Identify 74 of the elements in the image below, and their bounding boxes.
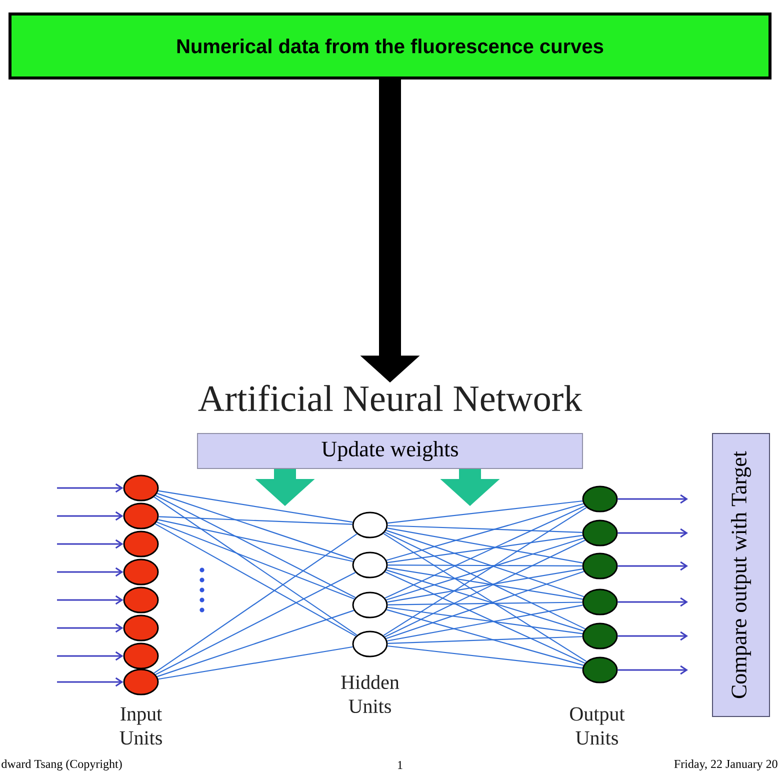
connection-line <box>387 604 583 642</box>
connection-line <box>387 534 583 564</box>
arrow <box>618 561 688 571</box>
connection-line <box>386 609 584 666</box>
connection-line <box>388 564 582 566</box>
hidden-neuron <box>352 512 388 538</box>
input-neuron <box>123 558 159 586</box>
connection-line <box>388 645 583 669</box>
connection-line <box>384 505 586 599</box>
unit-label: Output Units <box>570 707 625 745</box>
connection-line <box>155 572 356 676</box>
input-neuron <box>123 586 159 614</box>
arrow <box>618 631 688 641</box>
arrow <box>57 595 124 605</box>
arrow <box>57 651 124 661</box>
connection-line <box>158 516 352 525</box>
footer-text: Friday, 22 January 20 <box>674 760 778 770</box>
arrow <box>618 494 688 504</box>
connection-line <box>388 636 582 644</box>
connection-line <box>384 532 586 630</box>
unit-label: Hidden Units <box>341 674 400 714</box>
connection-line <box>157 492 354 560</box>
hidden-neuron <box>352 592 388 618</box>
hidden-neuron <box>352 552 388 578</box>
arrow <box>57 677 124 687</box>
arrow <box>57 567 124 577</box>
connection-line <box>384 571 586 664</box>
connection-line <box>388 500 583 524</box>
output-neuron <box>582 486 618 512</box>
compare-box: Compare output with Target <box>712 433 770 717</box>
connection-line <box>387 528 583 564</box>
connection-line <box>388 602 582 606</box>
output-neuron <box>582 656 618 684</box>
arrow <box>618 597 688 607</box>
output-neuron <box>582 622 618 650</box>
connection-line <box>158 519 354 562</box>
input-neuron <box>123 642 159 670</box>
connection-line <box>387 606 583 634</box>
connection-line <box>158 490 353 523</box>
connection-line <box>383 533 587 662</box>
output-neuron <box>582 552 618 580</box>
connection-line <box>386 538 584 600</box>
connection-line <box>384 540 586 638</box>
input-neuron <box>123 530 159 558</box>
connection-line <box>154 496 358 636</box>
connection-line <box>386 530 584 598</box>
connection-line <box>386 503 584 561</box>
banner-box: Numerical data from the fluorescence curves <box>8 12 772 80</box>
arrow <box>57 539 124 549</box>
connection-line <box>388 525 582 533</box>
footer-text: dward Tsang (Copyright) <box>2 760 122 770</box>
connection-line <box>158 646 353 680</box>
connection-line <box>156 522 354 600</box>
input-neuron <box>123 474 159 502</box>
connection-line <box>383 507 587 636</box>
arrow <box>618 665 688 675</box>
arrow <box>57 511 124 521</box>
hidden-neuron <box>352 630 388 658</box>
arrow <box>57 623 124 633</box>
input-neuron <box>123 502 159 530</box>
output-neuron <box>582 520 618 546</box>
connection-line <box>157 610 354 678</box>
unit-label: Input Units <box>120 707 162 745</box>
input-neuron <box>123 668 159 696</box>
input-neuron <box>123 614 159 642</box>
output-neuron <box>582 588 618 616</box>
update-box: Update weights <box>197 433 583 469</box>
connection-line <box>155 495 356 598</box>
footer-text: 1 <box>398 761 402 769</box>
connection-line <box>154 534 358 674</box>
arrow <box>618 528 688 538</box>
connection-line <box>154 523 356 637</box>
arrow <box>57 483 124 493</box>
heading-text: Artificial Neural Network <box>198 384 582 412</box>
